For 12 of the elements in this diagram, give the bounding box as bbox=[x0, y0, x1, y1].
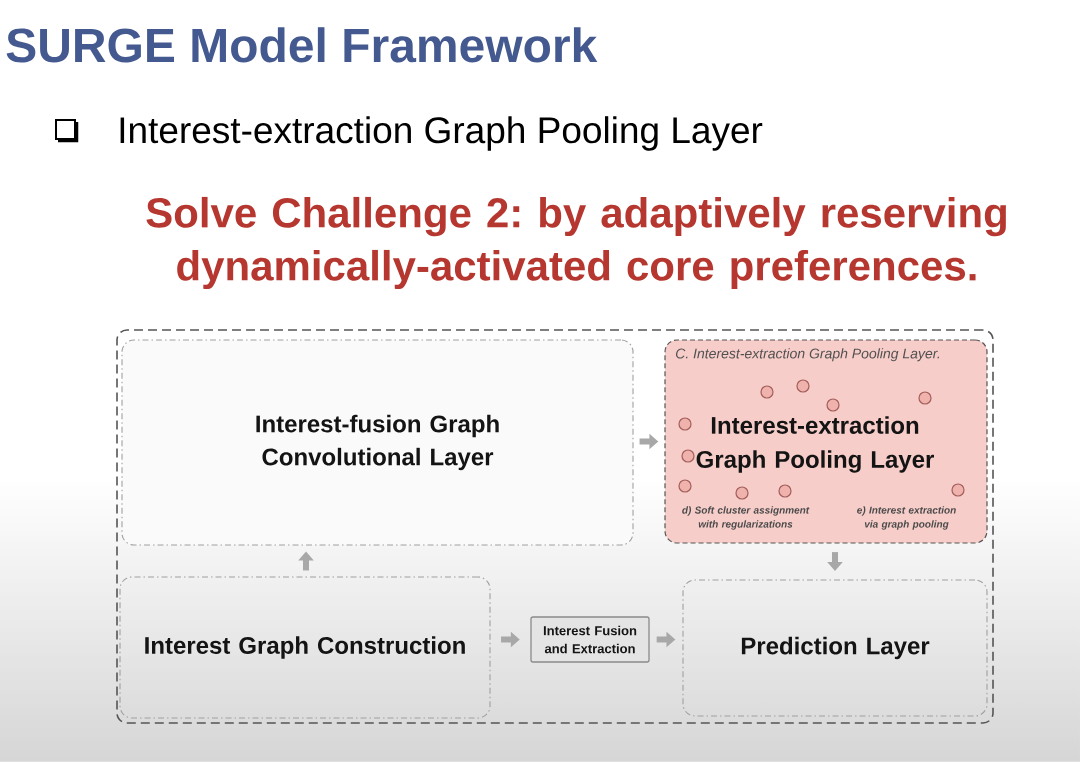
layer-box: Interest Graph Construction bbox=[119, 576, 491, 719]
panel-heading: C. Interest-extraction Graph Pooling Layer. bbox=[675, 348, 940, 362]
panel-title: Interest-extraction Graph Pooling Layer bbox=[696, 416, 934, 473]
layer-box: Prediction Layer bbox=[682, 579, 988, 717]
panel-caption: d) Soft cluster assignment with regularizations bbox=[682, 506, 810, 530]
challenge-statement: Solve Challenge 2: by adaptively reserving dynamically-activated core preferences. bbox=[146, 196, 1006, 290]
slide-title: SURGE Model Framework bbox=[6, 27, 598, 63]
process-box: Interest Fusion and Extraction bbox=[530, 616, 650, 663]
group-frame bbox=[116, 329, 994, 724]
panel-caption: e) Interest extraction via graph pooling bbox=[857, 506, 956, 530]
layer-box: Interest-fusion Graph Convolutional Layer bbox=[121, 339, 634, 546]
bullet-text: Interest-extraction Graph Pooling Layer bbox=[120, 116, 763, 151]
